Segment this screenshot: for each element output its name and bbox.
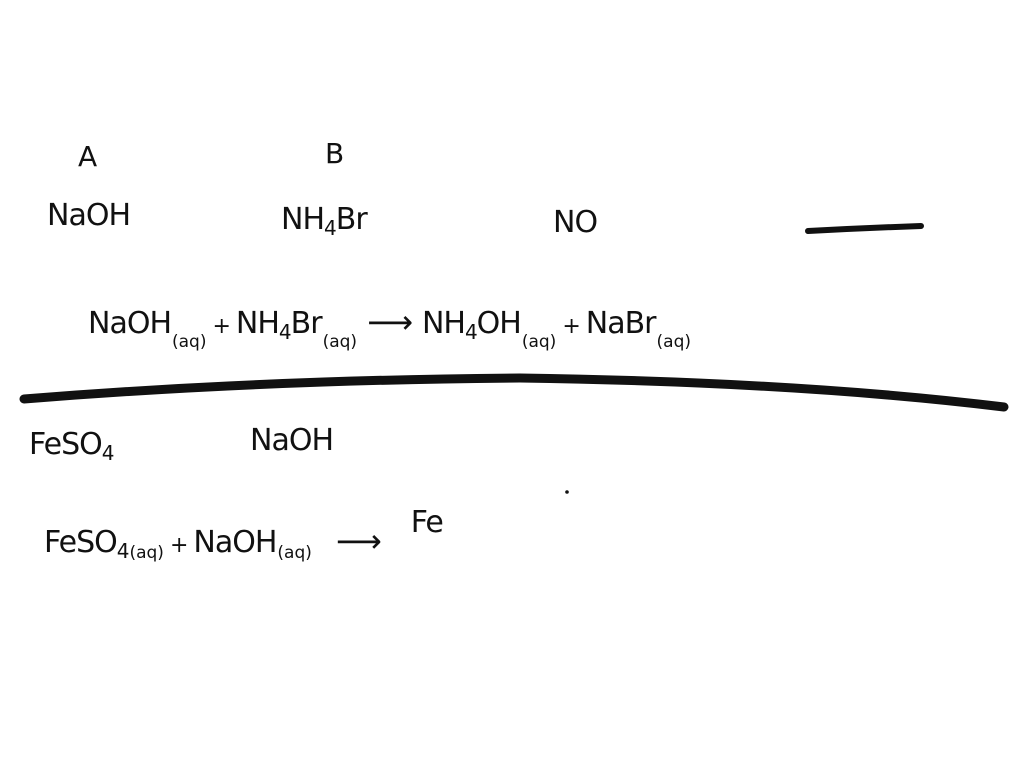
nh4br-rest: Br [335, 202, 368, 237]
nh4br-main: NH [281, 202, 325, 237]
equation-1: NaOH(aq)+NH4Br(aq)⟶NH4OH(aq)+NaBr(aq) [88, 303, 691, 351]
feso4-subscript: 4 [101, 441, 115, 465]
eq1-plus-2: + [562, 314, 580, 339]
eq2-reactant-feso-sub: 4 [116, 539, 130, 563]
compound-no: NO [553, 205, 598, 240]
compound-naoh: NaOH [47, 198, 131, 233]
stray-dot [565, 490, 569, 494]
eq1-state-1: (aq) [172, 332, 207, 352]
eq1-state-4: (aq) [656, 332, 691, 352]
eq1-state-3: (aq) [521, 332, 557, 352]
eq1-product-oh: OH [476, 306, 522, 341]
eq2-state-2: (aq) [277, 543, 312, 563]
compound-naoh-2-text: NaOH [250, 423, 334, 458]
eq1-reactant-nh-sub: 4 [278, 320, 292, 344]
eq1-product-nh-sub: 4 [464, 320, 478, 344]
eq2-reactant-naoh: NaOH [193, 525, 277, 560]
eq2-state-1: (aq) [129, 543, 164, 563]
label-b: B [325, 137, 344, 170]
compound-nh4br: NH4Br [281, 202, 368, 239]
eq1-reactant-br: Br [290, 306, 323, 341]
eq1-product-nabr: NaBr [585, 306, 657, 341]
divider-line [19, 373, 1009, 412]
label-a: A [78, 140, 97, 173]
eq1-reactant-nh: NH [235, 306, 280, 341]
eq1-plus-1: + [212, 314, 230, 339]
compound-naoh-2: NaOH [250, 423, 334, 458]
eq1-state-2: (aq) [322, 332, 358, 352]
feso4-main: FeSO [29, 427, 103, 462]
eq1-product-nh: NH [421, 306, 466, 341]
compound-feso4: FeSO4 [29, 427, 114, 464]
blank-line [805, 223, 924, 234]
compound-naoh-text: NaOH [47, 198, 131, 233]
eq2-product-fe: Fe [410, 505, 444, 540]
equation-2: FeSO4(aq)+NaOH(aq)⟶Fe [44, 508, 444, 562]
eq2-arrow: ⟶ [335, 522, 382, 560]
eq2-plus: + [169, 533, 188, 558]
eq1-arrow: ⟶ [367, 303, 413, 341]
eq2-reactant-feso: FeSO [44, 525, 118, 560]
compound-no-text: NO [553, 205, 598, 240]
eq1-reactant-naoh: NaOH [88, 306, 172, 341]
nh4br-subscript: 4 [324, 216, 337, 240]
